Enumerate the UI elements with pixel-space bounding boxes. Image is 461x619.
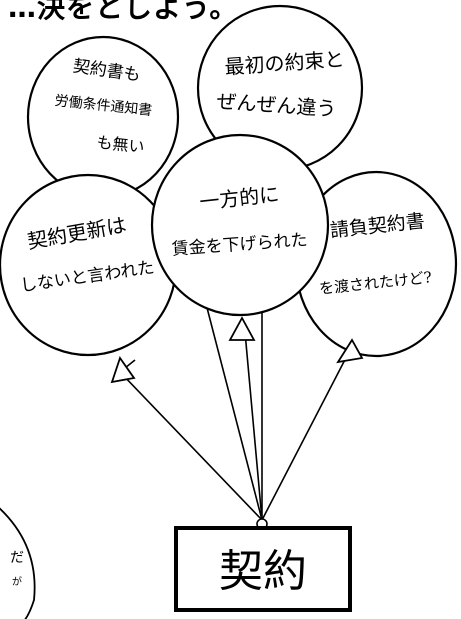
balloon-center: 一方的に 賃金を下げられた — [150, 133, 330, 341]
partial-bubble-line-1: だ — [10, 550, 24, 566]
balloon-left-mid: 契約更新は しないと言われた — [0, 173, 178, 384]
balloon-left-top: 契約書も 労働条件通知書 も無い — [26, 35, 180, 199]
page-heading: …決をとしよう。 — [8, 0, 239, 24]
partial-bubble: だ が — [0, 507, 36, 619]
balloon-left-top-line-3: も無い — [96, 133, 146, 157]
balloon-center-knot — [228, 316, 256, 341]
balloon-left-mid-knot — [110, 356, 136, 384]
string-left-top — [204, 299, 263, 521]
balloon-right-top: 最初の約束と ぜんぜん違う — [196, 4, 364, 172]
string-right-mid — [261, 349, 351, 521]
string-center — [244, 331, 263, 521]
anchor-label: 契約 — [219, 546, 307, 597]
anchor-box: 契約 — [174, 518, 352, 612]
balloon-right-mid: 請負契約書 を渡されたけど? — [294, 170, 458, 364]
string-left-mid — [119, 371, 263, 521]
balloon-right-mid-knot — [336, 338, 364, 364]
partial-bubble-line-2: が — [12, 575, 22, 588]
balloon-strings — [119, 180, 351, 521]
